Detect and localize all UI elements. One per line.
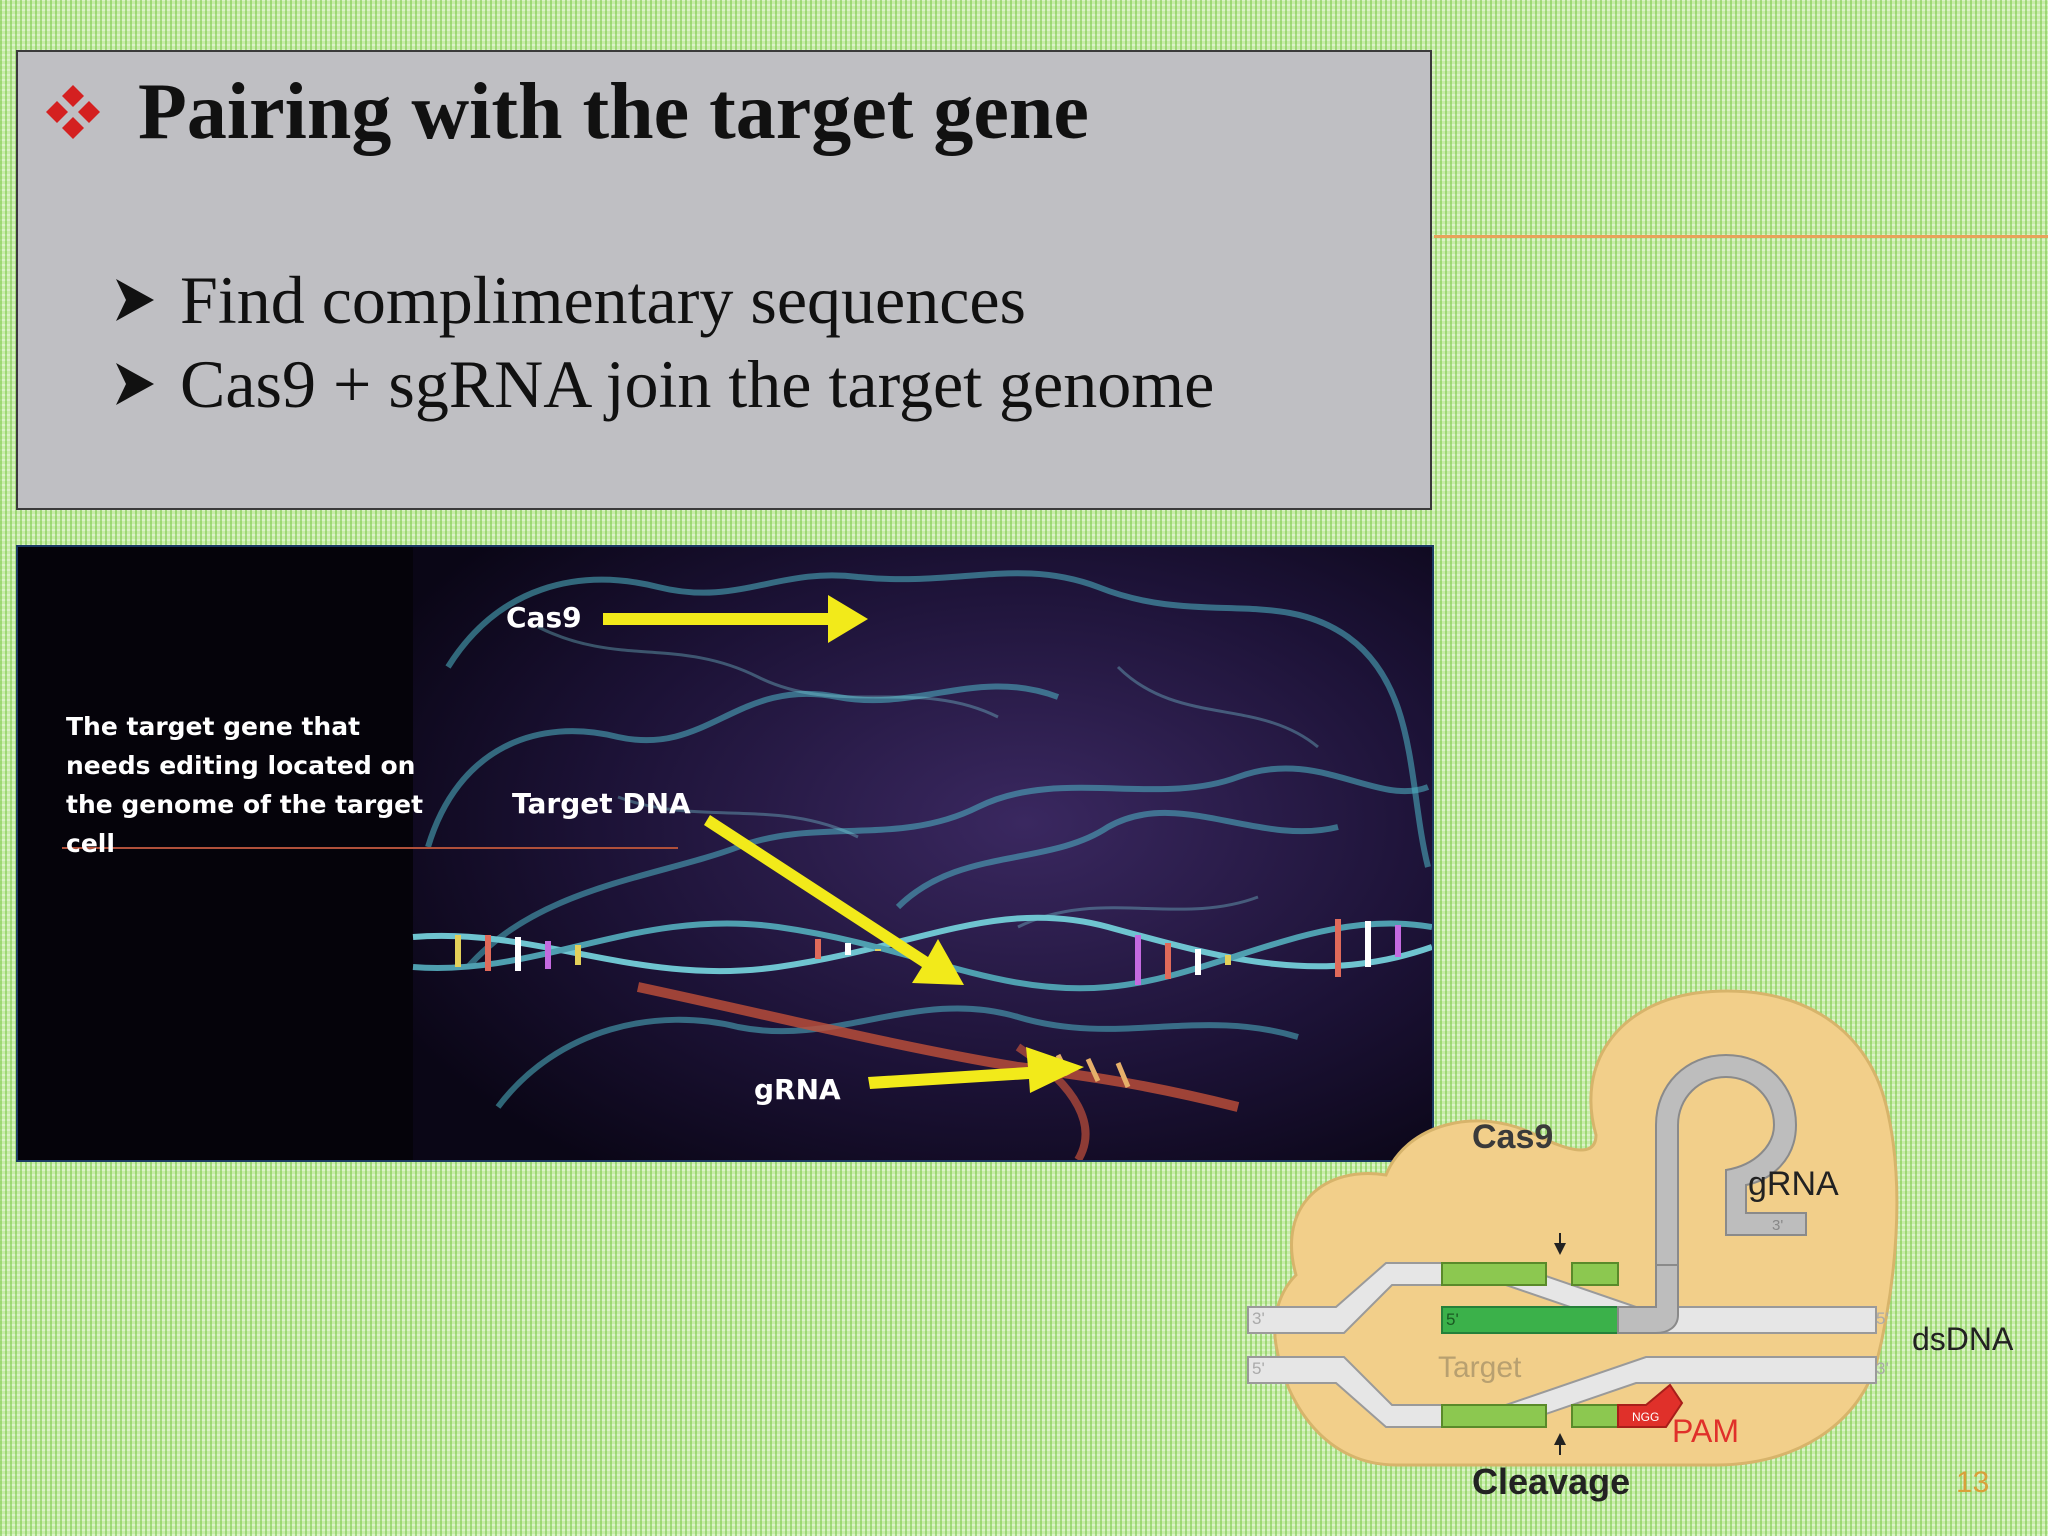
- grna-stem: [1617, 1264, 1679, 1334]
- diagram-label-3prime-left: 3': [1252, 1309, 1265, 1328]
- arrow-bullet-icon: [116, 279, 154, 321]
- pam-site: [1617, 1383, 1684, 1428]
- photo-caption: The target gene that needs editing locat…: [66, 712, 424, 858]
- label-grna: gRNA: [754, 1073, 841, 1106]
- arrow-bullet-icon: [116, 363, 154, 405]
- dna-bottom-strand: [1247, 1356, 1877, 1428]
- dna-top-strand: [1247, 1262, 1877, 1334]
- diagram-label-5prime-guide: 5': [1446, 1310, 1459, 1329]
- page-number: 13: [1956, 1466, 1990, 1499]
- illustration-graphic: [18, 547, 1432, 1160]
- diagram-label-3prime-right: 3': [1876, 1359, 1889, 1378]
- target-top-left: [1441, 1262, 1547, 1286]
- guide-sequence: [1441, 1306, 1619, 1334]
- bullet-item: Cas9 + sgRNA join the target genome: [114, 342, 1214, 426]
- header-rule: [1434, 235, 2048, 238]
- title-row: Pairing with the target gene: [44, 72, 1089, 152]
- diagram-label-target: Target: [1438, 1351, 1522, 1384]
- bullet-text: Cas9 + sgRNA join the target genome: [180, 346, 1215, 422]
- title-box: Pairing with the target gene Find compli…: [16, 50, 1432, 510]
- crispr-illustration: The target gene that needs editing locat…: [16, 545, 1434, 1162]
- diagram-label-grna: gRNA: [1748, 1165, 1839, 1203]
- diagram-label-cas9: Cas9: [1472, 1118, 1554, 1156]
- diagram-label-ngg: NGG: [1632, 1410, 1660, 1424]
- target-bottom-right: [1571, 1404, 1619, 1428]
- diagram-label-pam: PAM: [1672, 1413, 1739, 1449]
- cas9-mechanism-diagram: Cas9 gRNA dsDNA Target PAM Cleavage 3' 5…: [1236, 985, 2048, 1515]
- grna-hairpin: [1655, 1053, 1807, 1266]
- diagram-label-3prime-grna: 3': [1772, 1217, 1784, 1234]
- target-bottom-left: [1441, 1404, 1547, 1428]
- bullet-item: Find complimentary sequences: [114, 258, 1214, 342]
- bullet-text: Find complimentary sequences: [180, 262, 1027, 338]
- diagram-label-cleavage: Cleavage: [1472, 1461, 1631, 1502]
- cut-arrow-bottom-icon: [1554, 1433, 1566, 1445]
- cas9-diagram-graphic: [1247, 989, 1899, 1467]
- label-cas9: Cas9: [506, 601, 582, 634]
- label-target-dna: Target DNA: [512, 787, 691, 820]
- cut-arrow-top-icon: [1554, 1243, 1566, 1255]
- cas9-protein-shape: [1273, 989, 1899, 1467]
- protein-surface: [425, 570, 1431, 1109]
- bullet-list: Find complimentary sequences Cas9 + sgRN…: [114, 258, 1214, 426]
- target-top-right: [1571, 1262, 1619, 1286]
- diagram-label-5prime-right: 5': [1876, 1309, 1889, 1328]
- arrow-target-dna-icon: [704, 815, 964, 985]
- arrow-grna-icon: [868, 1047, 1084, 1093]
- diagram-label-5prime-left: 5': [1252, 1359, 1265, 1378]
- slide-title: Pairing with the target gene: [138, 68, 1089, 156]
- diagram-label-dsdna: dsDNA: [1912, 1321, 2014, 1357]
- arrow-cas9-icon: [603, 595, 868, 643]
- diamond-bullet-icon: [46, 85, 100, 139]
